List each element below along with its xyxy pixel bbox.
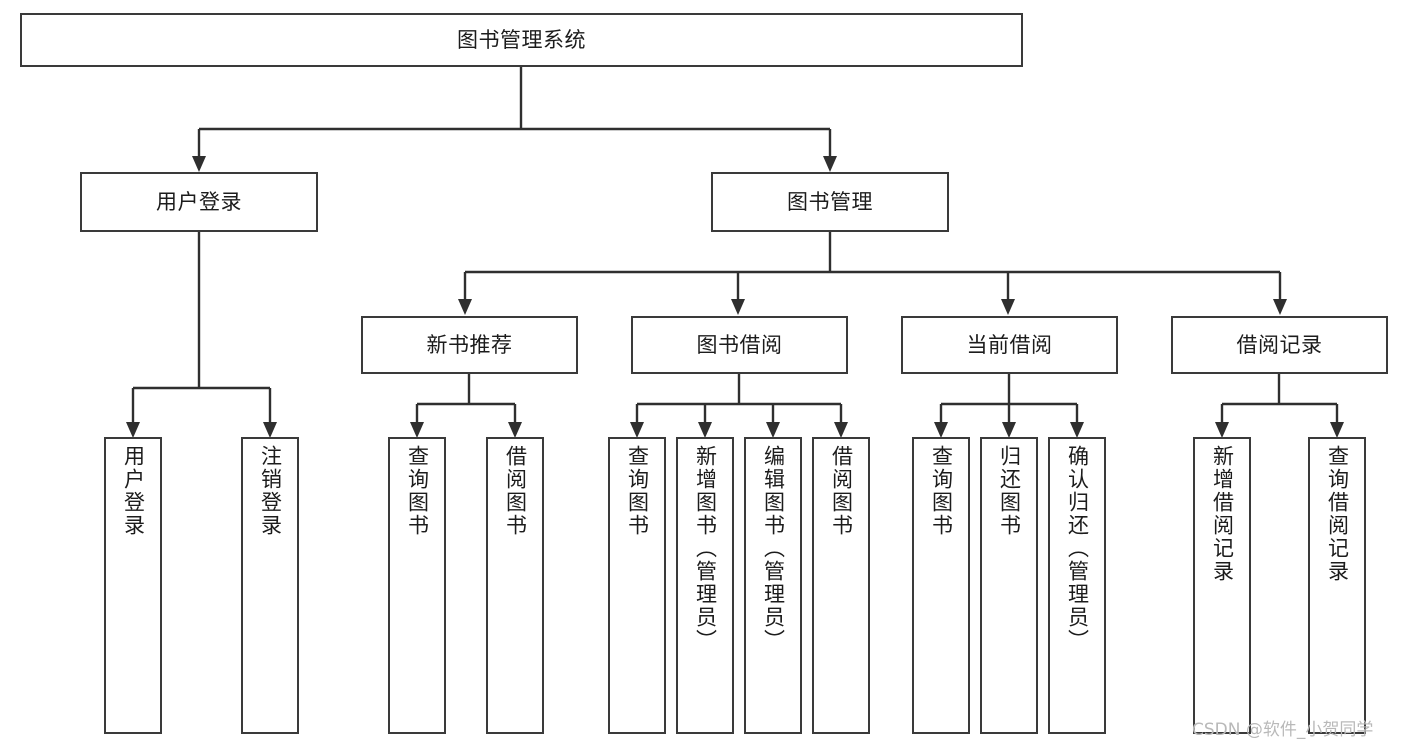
node-new-book-recommend-label: 新书推荐 (426, 332, 513, 357)
node-book-borrow[interactable]: 图书借阅 (631, 316, 848, 374)
arrow-bookborrow-l4 (834, 422, 848, 438)
leaf-current-borrow-return[interactable]: 归还图书 (980, 437, 1038, 734)
leaf-borrow-record-add[interactable]: 新增借阅记录 (1193, 437, 1251, 734)
node-user-login[interactable]: 用户登录 (80, 172, 318, 232)
node-root[interactable]: 图书管理系统 (20, 13, 1023, 67)
leaf-new-book-borrow[interactable]: 借阅图书 (486, 437, 544, 734)
leaf-new-book-borrow-label: 借阅图书 (503, 445, 528, 537)
arrow-bookborrow-l2 (698, 422, 712, 438)
leaf-new-book-query[interactable]: 查询图书 (388, 437, 446, 734)
node-borrow-record-label: 借阅记录 (1236, 332, 1323, 357)
arrow-userlogin-l2 (263, 422, 277, 438)
node-root-label: 图书管理系统 (457, 27, 586, 52)
arrow-root-to-book-mgmt (823, 156, 837, 172)
leaf-current-borrow-query-label: 查询图书 (929, 445, 954, 537)
node-user-login-label: 用户登录 (156, 189, 242, 214)
arrow-userlogin-l1 (126, 422, 140, 438)
leaf-new-book-query-label: 查询图书 (405, 445, 430, 537)
arrow-borrowrecord-l2 (1330, 422, 1344, 438)
arrow-bookborrow-l1 (630, 422, 644, 438)
node-book-management-label: 图书管理 (787, 189, 873, 214)
leaf-book-borrow-add-label: 新增图书（管理员） (693, 445, 718, 652)
node-book-borrow-label: 图书借阅 (696, 332, 783, 357)
node-new-book-recommend[interactable]: 新书推荐 (361, 316, 578, 374)
node-borrow-record[interactable]: 借阅记录 (1171, 316, 1388, 374)
arrow-bookmgmt-c1 (458, 299, 472, 315)
leaf-book-borrow-add[interactable]: 新增图书（管理员） (676, 437, 734, 734)
leaf-book-borrow-edit-label: 编辑图书（管理员） (761, 445, 786, 652)
leaf-current-borrow-confirm[interactable]: 确认归还（管理员） (1048, 437, 1106, 734)
leaf-borrow-record-query-label: 查询借阅记录 (1325, 445, 1350, 583)
leaf-book-borrow-borrow[interactable]: 借阅图书 (812, 437, 870, 734)
leaf-user-login-logout[interactable]: 注销登录 (241, 437, 299, 734)
arrow-bookmgmt-c2 (731, 299, 745, 315)
node-current-borrow[interactable]: 当前借阅 (901, 316, 1118, 374)
leaf-current-borrow-confirm-label: 确认归还（管理员） (1065, 445, 1090, 652)
leaf-user-login-logout-label: 注销登录 (258, 445, 283, 537)
node-book-management[interactable]: 图书管理 (711, 172, 949, 232)
arrow-currentborrow-l1 (934, 422, 948, 438)
arrow-bookborrow-l3 (766, 422, 780, 438)
arrow-currentborrow-l3 (1070, 422, 1084, 438)
arrow-borrowrecord-l1 (1215, 422, 1229, 438)
leaf-current-borrow-query[interactable]: 查询图书 (912, 437, 970, 734)
leaf-book-borrow-edit[interactable]: 编辑图书（管理员） (744, 437, 802, 734)
arrow-newbook-l2 (508, 422, 522, 438)
leaf-user-login-login[interactable]: 用户登录 (104, 437, 162, 734)
leaf-borrow-record-add-label: 新增借阅记录 (1210, 445, 1235, 583)
leaf-borrow-record-query[interactable]: 查询借阅记录 (1308, 437, 1366, 734)
csdn-watermark: CSDN @软件_小贺同学 (1192, 720, 1374, 740)
arrow-bookmgmt-c3 (1001, 299, 1015, 315)
node-current-borrow-label: 当前借阅 (966, 332, 1053, 357)
leaf-book-borrow-borrow-label: 借阅图书 (829, 445, 854, 537)
leaf-current-borrow-return-label: 归还图书 (997, 445, 1022, 537)
arrow-newbook-l1 (410, 422, 424, 438)
arrow-currentborrow-l2 (1002, 422, 1016, 438)
leaf-book-borrow-query[interactable]: 查询图书 (608, 437, 666, 734)
leaf-book-borrow-query-label: 查询图书 (625, 445, 650, 537)
arrow-root-to-user-login (192, 156, 206, 172)
arrow-bookmgmt-c4 (1273, 299, 1287, 315)
leaf-user-login-login-label: 用户登录 (121, 445, 146, 537)
